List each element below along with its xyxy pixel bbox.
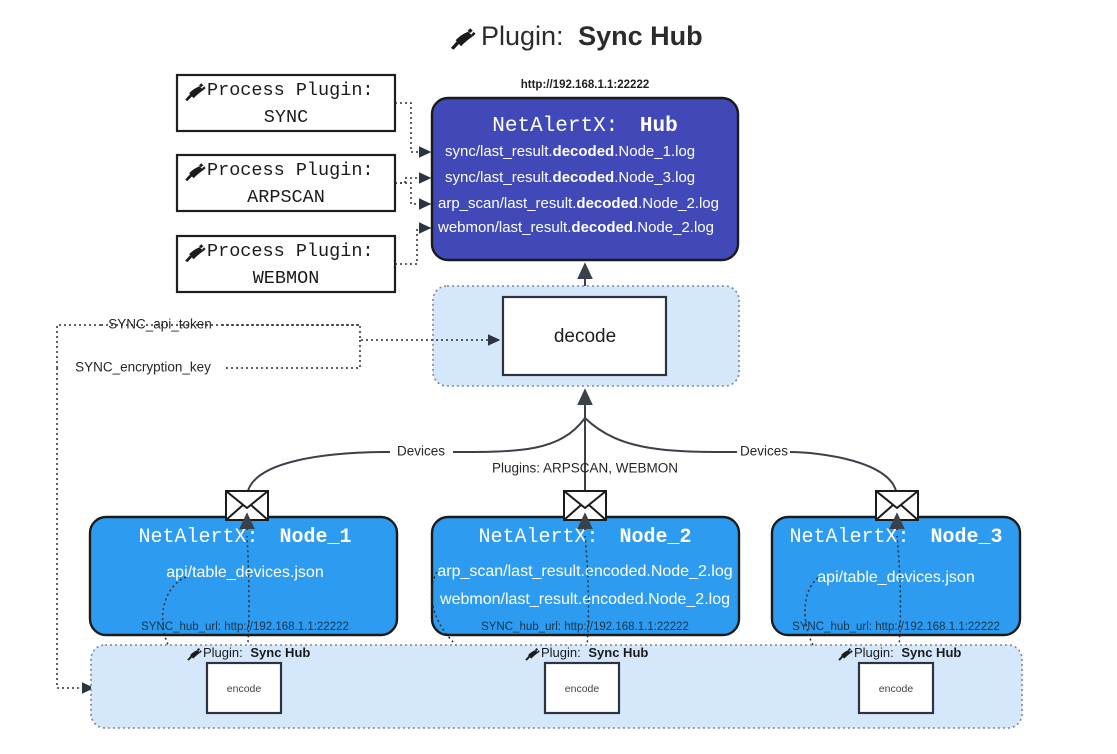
node-2-file-1: arp_scan/last_result.encoded.Node_2.log [437,563,732,580]
edge-node1-devices [246,451,391,499]
encode-box-3[interactable] [857,661,935,715]
process-plugin-2[interactable]: Process Plugin: ARPSCAN [175,153,397,213]
process-plugin-1-line2: SYNC [264,107,308,128]
edge-node1-devices-2 [452,417,586,453]
svg-text:Plugin: Sync Hub: Plugin: Sync Hub [481,21,703,51]
node-3-title-name: Node_3 [931,526,1003,549]
encoder-3-prefix: Plugin: [854,645,894,660]
encoder-2-prefix: Plugin: [541,645,581,660]
process-plugin-2-line2: ARPSCAN [247,187,325,208]
decode-panel: decode [432,285,740,387]
connector-arpscan-to-hub [395,182,432,210]
edge-node3-devices [789,451,898,499]
encoder-1-prefix: Plugin: [203,645,243,660]
node-1-setting: SYNC_hub_url: http://192.168.1.1:22222 [141,621,349,633]
decode-label: decode [554,326,616,347]
node-1[interactable]: NetAlertX: Node_1 api/table_devices.json… [88,515,399,637]
encoder-2-label: encode [565,683,600,695]
connector-webmon-to-hub [395,222,432,265]
node-1-title-name: Node_1 [280,526,352,549]
title-prefix: Plugin: [481,21,564,51]
decode-box[interactable] [501,295,668,377]
process-plugin-1[interactable]: Process Plugin: SYNC [175,73,397,133]
hub-url: http://192.168.1.1:22222 [521,79,650,91]
process-plugin-2-line1: Process Plugin: [207,160,374,181]
encoder-1-name: Sync Hub [250,645,310,660]
hub-log-2: sync/last_result.decoded.Node_3.log [445,169,695,186]
connector-sync-to-hub [395,102,432,158]
hub-log-4: webmon/last_result.decoded.Node_2.log [437,219,714,236]
node-2-title-name: Node_2 [620,526,692,549]
node-1-title-prefix: NetAlertX: [138,526,258,549]
node-3-file-1: api/table_devices.json [817,569,974,586]
setting-encryption-key-label: SYNC_encryption_key [75,360,211,375]
hub-title-prefix: NetAlertX: [492,115,618,138]
setting-api-token-label: SYNC_api_token [108,317,212,332]
svg-text:NetAlertX: Node_3: NetAlertX: Node_3 [789,526,1002,549]
node-1-file-1: api/table_devices.json [166,564,323,581]
node-3[interactable]: NetAlertX: Node_3 api/table_devices.json… [770,515,1022,637]
encoder-2-name: Sync Hub [588,645,648,660]
node-2-file-2: webmon/last_result.encoded.Node_2.log [439,591,730,608]
node-3-title-prefix: NetAlertX: [789,526,909,549]
process-plugin-1-line1: Process Plugin: [207,80,374,101]
route-node3-to-encode [804,577,854,683]
svg-text:Plugin: Sync Hub: Plugin: Sync Hub [541,645,648,660]
svg-text:Plugin: Sync Hub: Plugin: Sync Hub [203,645,310,660]
svg-text:Plugin: Sync Hub: Plugin: Sync Hub [854,645,961,660]
plug-icon [450,28,476,50]
hub-box[interactable]: NetAlertX: Hub sync/last_result.decoded.… [430,96,740,262]
svg-text:NetAlertX: Hub: NetAlertX: Hub [492,115,677,138]
hub-title-name: Hub [640,115,678,138]
edge-node3-devices-2 [584,417,738,453]
process-plugin-3-line1: Process Plugin: [207,241,374,262]
svg-text:NetAlertX: Node_1: NetAlertX: Node_1 [138,526,351,549]
encoder-3[interactable]: Plugin: Sync Hub encode [838,645,961,715]
edge-label-devices-left: Devices [397,444,445,459]
edge-label-plugins-center: Plugins: ARPSCAN, WEBMON [492,461,678,476]
encoder-1[interactable]: Plugin: Sync Hub encode [187,645,310,715]
page-title: Plugin: Sync Hub [450,21,703,51]
node-2-title-prefix: NetAlertX: [478,526,598,549]
encode-box-2[interactable] [543,661,621,715]
hub-log-3: arp_scan/last_result.decoded.Node_2.log [438,195,719,212]
node-2-setting: SYNC_hub_url: http://192.168.1.1:22222 [481,621,689,633]
route-enc-key-tail [226,340,361,369]
process-plugin-3[interactable]: Process Plugin: WEBMON [175,234,397,294]
process-plugin-3-line2: WEBMON [253,268,320,289]
node-2[interactable]: NetAlertX: Node_2 arp_scan/last_result.e… [430,515,741,637]
encoder-1-label: encode [227,683,262,695]
route-encryption-key [56,368,95,694]
route-api-token [101,324,501,346]
title-name: Sync Hub [578,21,703,51]
encoder-2[interactable]: Plugin: Sync Hub encode [525,645,648,715]
hub-log-1: sync/last_result.decoded.Node_1.log [445,143,695,160]
encode-box-1[interactable] [205,661,283,715]
svg-text:NetAlertX: Node_2: NetAlertX: Node_2 [478,526,691,549]
edge-label-devices-right: Devices [740,444,788,459]
encoder-3-name: Sync Hub [901,645,961,660]
node-3-setting: SYNC_hub_url: http://192.168.1.1:22222 [792,621,1000,633]
encoder-3-label: encode [879,683,914,695]
